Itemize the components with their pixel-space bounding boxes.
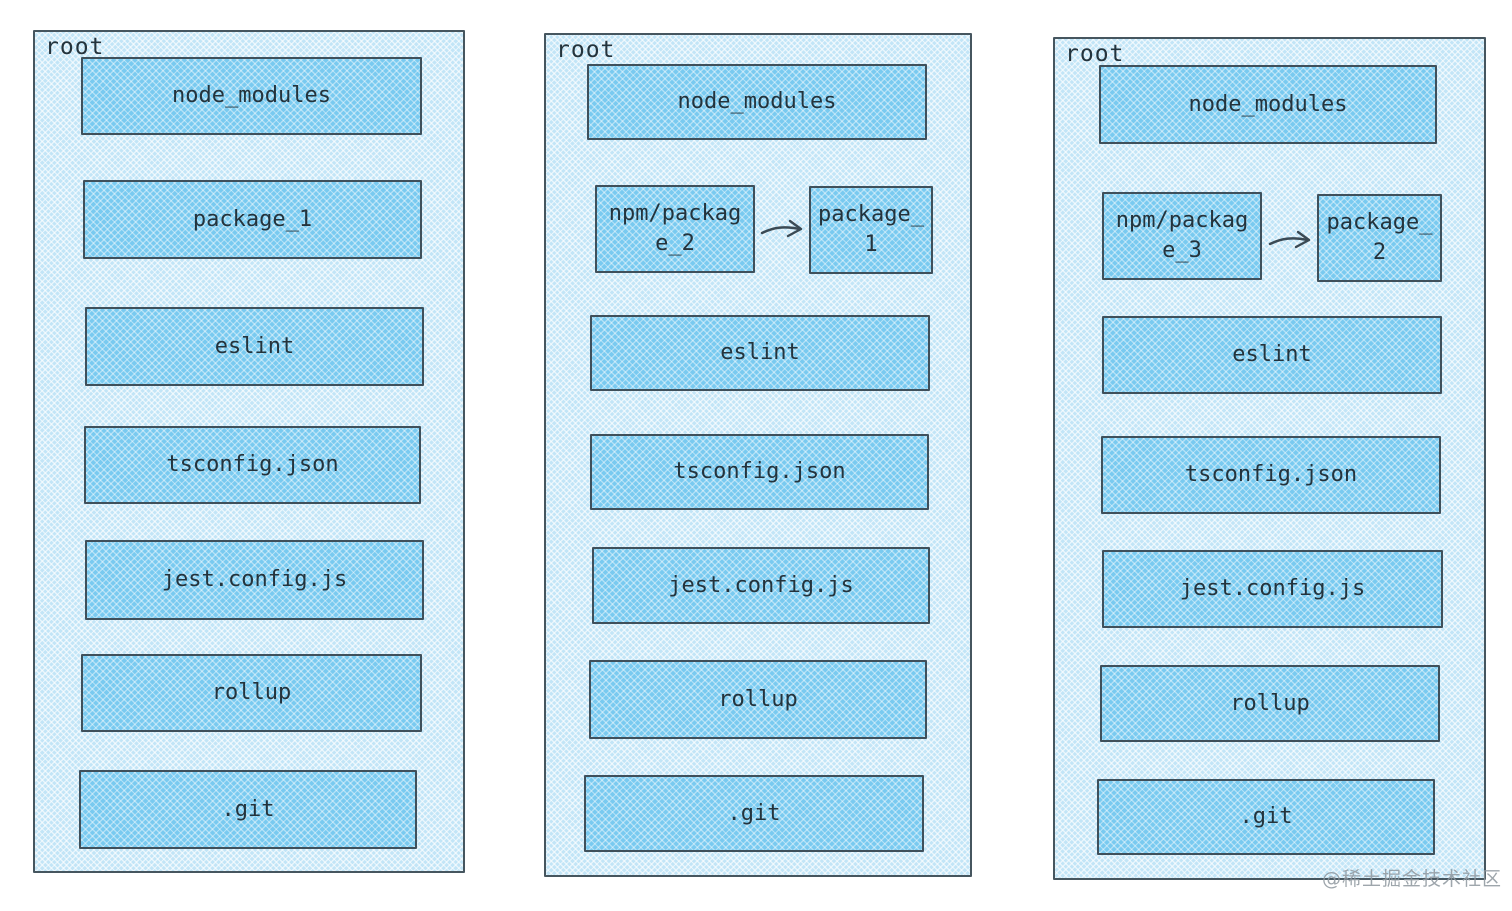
arrow-icon xyxy=(760,219,803,238)
folder-box-tsconfig: tsconfig.json xyxy=(84,426,421,504)
folder-box-eslint: eslint xyxy=(1102,316,1442,394)
root-label: root xyxy=(1065,41,1125,67)
folder-box-jest-config: jest.config.js xyxy=(1102,550,1443,628)
folder-box-node-modules: node_modules xyxy=(587,64,927,140)
folder-box-jest-config: jest.config.js xyxy=(85,540,424,620)
folder-box-tsconfig: tsconfig.json xyxy=(1101,436,1441,514)
folder-box-tsconfig: tsconfig.json xyxy=(590,434,929,510)
folder-box-node-modules: node_modules xyxy=(81,57,422,135)
dependency-box-package-2: package_2 xyxy=(1317,194,1442,282)
dependency-box-npm-package-3: npm/package_3 xyxy=(1102,192,1262,280)
folder-box-jest-config: jest.config.js xyxy=(592,547,930,624)
root-container-3: root node_modules npm/package_3 package_… xyxy=(1053,37,1486,880)
folder-box-eslint: eslint xyxy=(590,315,930,391)
folder-box-rollup: rollup xyxy=(589,660,927,739)
folder-box-rollup: rollup xyxy=(81,654,422,732)
root-label: root xyxy=(556,37,616,63)
folder-box-rollup: rollup xyxy=(1100,665,1440,742)
watermark: @稀土掘金技术社区 xyxy=(1322,868,1503,890)
folder-box-git: .git xyxy=(79,770,417,849)
arrow-icon xyxy=(1268,230,1311,249)
dependency-box-npm-package-2: npm/package_2 xyxy=(595,185,755,273)
folder-box-git: .git xyxy=(584,775,924,852)
folder-box-git: .git xyxy=(1097,779,1435,855)
root-container-1: root node_modules package_1 eslint tscon… xyxy=(33,30,465,873)
dependency-box-package-1: package_1 xyxy=(809,186,933,274)
folder-box-eslint: eslint xyxy=(85,307,424,386)
root-label: root xyxy=(45,34,105,60)
root-container-2: root node_modules npm/package_2 package_… xyxy=(544,33,972,877)
folder-box-package-1: package_1 xyxy=(83,180,422,259)
folder-box-node-modules: node_modules xyxy=(1099,65,1437,144)
